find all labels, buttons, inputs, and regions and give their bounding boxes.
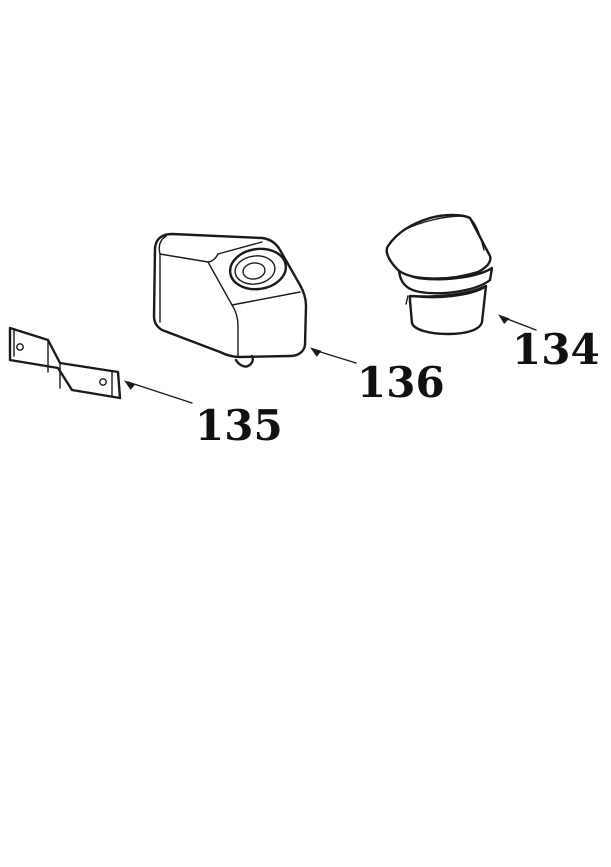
bracket-hole-left <box>16 343 24 351</box>
leader-arrow-136 <box>310 347 357 364</box>
part-136-box-housing <box>152 232 308 368</box>
part-number-134: 134 <box>512 325 600 374</box>
part-number-136: 136 <box>357 358 445 407</box>
leader-arrow-135 <box>124 380 193 404</box>
part-number-135: 135 <box>195 401 283 450</box>
leader-arrow-134 <box>498 314 537 331</box>
part-134-elbow-pipe <box>385 213 494 336</box>
bracket-hole-right <box>99 378 107 386</box>
part-135-bracket <box>8 326 122 400</box>
box-port-inner <box>242 262 266 280</box>
